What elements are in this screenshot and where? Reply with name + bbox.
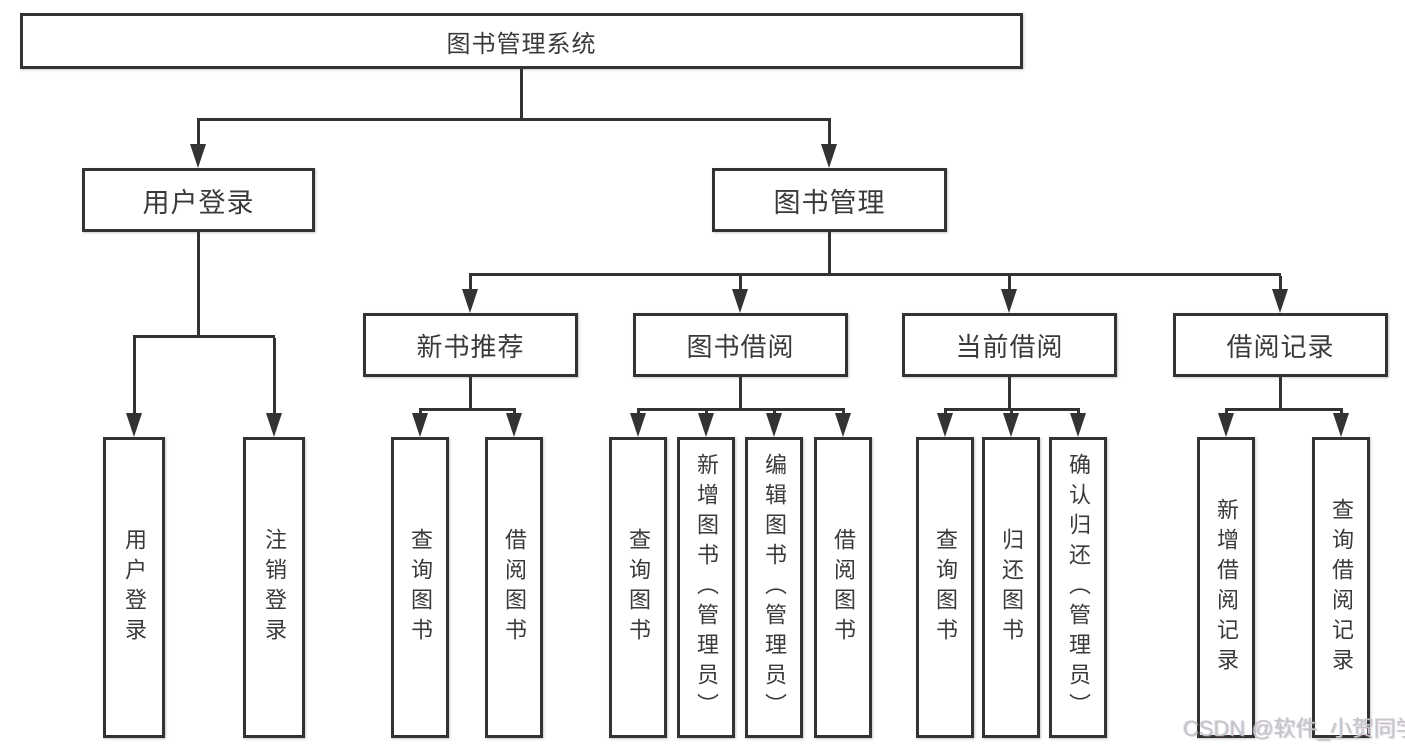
connector-to-book-borrowing <box>739 276 742 291</box>
leaf-user-login: 用户登录 <box>103 437 165 738</box>
arrowhead-leaf-query-record <box>1333 413 1349 437</box>
connector-to-current-borrowing <box>1008 276 1011 291</box>
leaf-borrow-books-1: 借阅图书 <box>485 437 543 738</box>
connector-new-book-stem <box>469 377 472 408</box>
connector-book-borrowing-stem <box>739 377 742 408</box>
leaf-query-borrow-record: 查询借阅记录 <box>1312 437 1370 738</box>
connector-root-stem <box>520 69 523 118</box>
node-current-borrowing: 当前借阅 <box>902 313 1117 377</box>
leaf-query-books-3: 查询图书 <box>916 437 974 738</box>
connector-user-login-branch <box>133 335 275 338</box>
node-book-management: 图书管理 <box>712 168 947 232</box>
connector-book-management-stem <box>828 232 831 273</box>
connector-current-borrowing-stem <box>1008 377 1011 408</box>
arrowhead-borrowing-records <box>1272 289 1288 313</box>
arrowhead-leaf-return-books <box>1003 413 1019 437</box>
connector-user-login-stem <box>197 232 200 335</box>
connector-to-leaf-borrow-books-2 <box>842 408 845 414</box>
connector-to-borrowing-records <box>1279 276 1282 291</box>
connector-borrowing-records-branch <box>1225 408 1342 411</box>
connector-to-book-management <box>828 121 831 146</box>
arrowhead-book-management <box>821 144 837 168</box>
arrowhead-user-login <box>190 144 206 168</box>
connector-to-leaf-confirm-return <box>1077 408 1080 414</box>
node-book-borrowing: 图书借阅 <box>633 313 848 377</box>
connector-to-leaf-edit-book <box>773 408 776 414</box>
node-borrowing-records: 借阅记录 <box>1173 313 1388 377</box>
node-new-book-recommendation: 新书推荐 <box>363 313 578 377</box>
connector-new-book-branch <box>419 408 515 411</box>
connector-to-leaf-query-books-1 <box>419 408 422 414</box>
leaf-query-books-1: 查询图书 <box>391 437 449 738</box>
leaf-logout: 注销登录 <box>243 437 305 738</box>
connector-to-leaf-query-books-3 <box>944 408 947 414</box>
arrowhead-leaf-add-record <box>1218 413 1234 437</box>
arrowhead-book-borrowing <box>732 289 748 313</box>
arrowhead-current-borrowing <box>1001 289 1017 313</box>
connector-level3-branch <box>469 273 1281 276</box>
connector-to-leaf-query-record <box>1340 408 1343 414</box>
arrowhead-leaf-query-books-3 <box>937 413 953 437</box>
connector-to-leaf-add-record <box>1225 408 1228 414</box>
leaf-confirm-return-admin: 确认归还（管理员） <box>1049 437 1107 738</box>
arrowhead-leaf-logout <box>266 413 282 437</box>
leaf-return-books: 归还图书 <box>982 437 1040 738</box>
connector-level2-branch <box>197 118 831 121</box>
connector-to-leaf-user-login <box>133 338 136 413</box>
connector-to-user-login <box>197 121 200 146</box>
arrowhead-leaf-user-login <box>126 413 142 437</box>
arrowhead-leaf-borrow-books-1 <box>506 413 522 437</box>
connector-borrowing-records-stem <box>1279 377 1282 408</box>
arrowhead-leaf-edit-book <box>766 413 782 437</box>
arrowhead-leaf-query-books-2 <box>630 413 646 437</box>
node-user-login: 用户登录 <box>82 168 315 232</box>
arrowhead-leaf-add-book <box>698 413 714 437</box>
leaf-add-book-admin: 新增图书（管理员） <box>677 437 735 738</box>
connector-book-borrowing-branch <box>637 408 844 411</box>
leaf-edit-book-admin: 编辑图书（管理员） <box>745 437 803 738</box>
arrowhead-new-book <box>462 289 478 313</box>
connector-to-leaf-return-books <box>1010 408 1013 414</box>
node-book-management-system: 图书管理系统 <box>20 13 1023 69</box>
connector-to-leaf-logout <box>273 338 276 413</box>
connector-to-leaf-query-books-2 <box>637 408 640 414</box>
arrowhead-leaf-query-books-1 <box>412 413 428 437</box>
leaf-borrow-books-2: 借阅图书 <box>814 437 872 738</box>
watermark: CSDN @软件_小贺同学 <box>1183 716 1405 741</box>
connector-to-leaf-add-book <box>705 408 708 414</box>
leaf-add-borrow-record: 新增借阅记录 <box>1197 437 1255 738</box>
connector-to-leaf-borrow-books-1 <box>513 408 516 414</box>
arrowhead-leaf-borrow-books-2 <box>835 413 851 437</box>
connector-to-new-book <box>469 276 472 291</box>
arrowhead-leaf-confirm-return <box>1070 413 1086 437</box>
leaf-query-books-2: 查询图书 <box>609 437 667 738</box>
